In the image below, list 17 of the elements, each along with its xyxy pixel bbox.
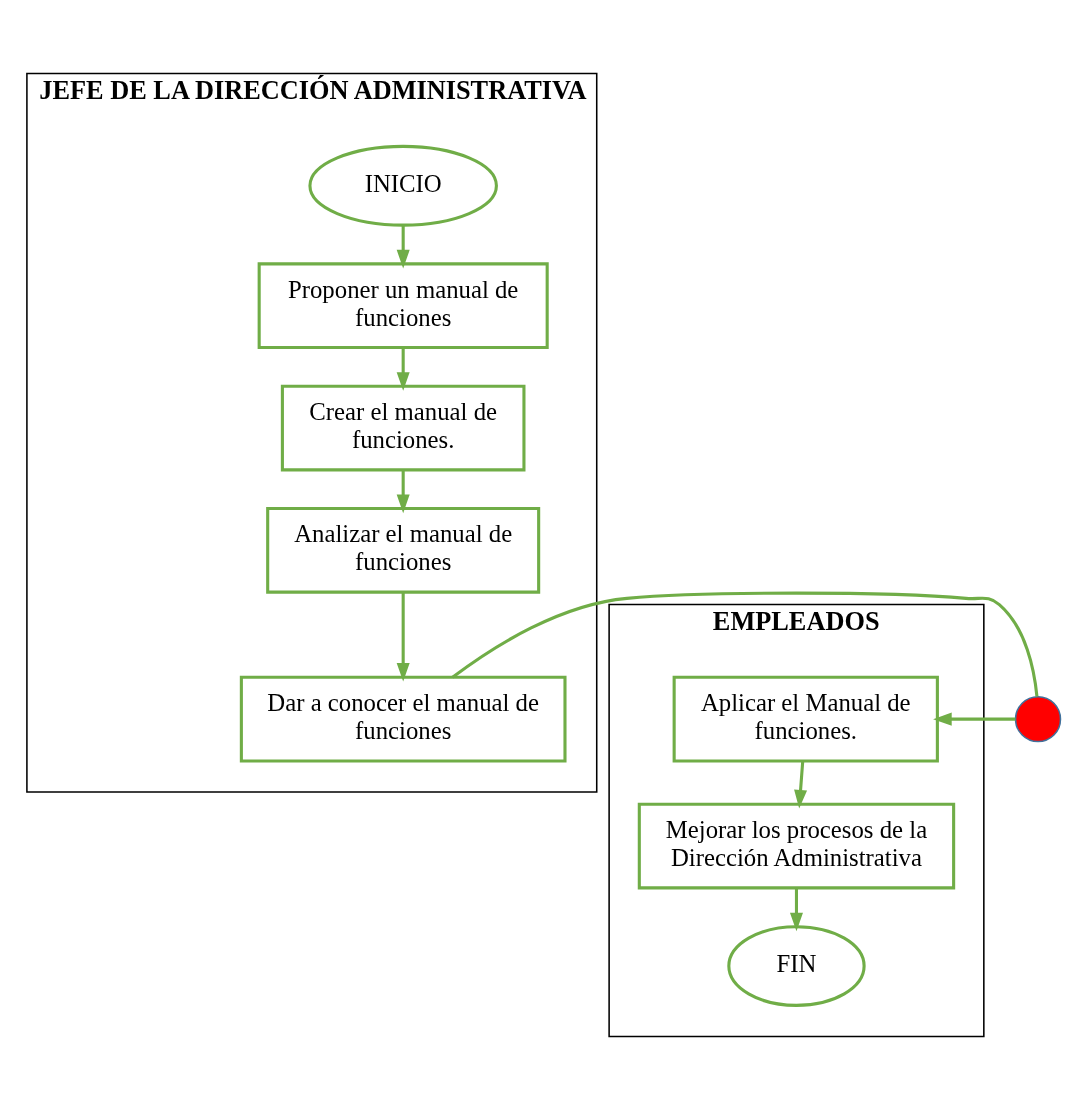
node-box: Dar a conocer el manual de funciones — [239, 675, 567, 762]
node-ellipse: INICIO — [308, 144, 498, 227]
arrow — [794, 760, 808, 809]
node-box: Mejorar los procesos de la Dirección Administrativa — [637, 802, 956, 889]
arrow — [396, 591, 410, 682]
arrow — [789, 888, 803, 931]
arrow — [396, 469, 410, 513]
arrow — [396, 225, 410, 268]
node-circle — [1014, 695, 1062, 742]
node-box: Proponer un manual de funciones — [257, 261, 549, 349]
node-ellipse: FIN — [727, 924, 866, 1007]
node-box: Aplicar el Manual de funciones. — [672, 675, 939, 762]
node-box: Crear el manual de funciones. — [280, 384, 526, 471]
node-box: Analizar el manual de funciones — [266, 506, 541, 594]
arrow — [933, 712, 1016, 726]
arrow — [396, 347, 410, 391]
connector — [451, 591, 1039, 697]
